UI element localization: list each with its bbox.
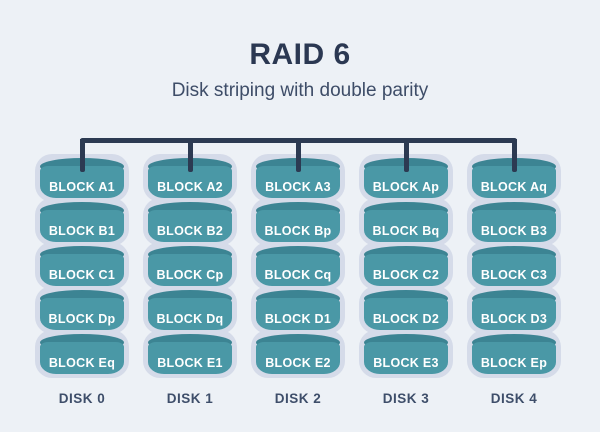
disk-cylinder-stack: BLOCK A3 BLOCK Bp BLOCK Cq BLOCK D1 BLOC…: [251, 154, 345, 378]
cylinder-body: [40, 254, 124, 286]
cylinder-body: [472, 298, 556, 330]
block-cylinder: BLOCK D1: [251, 286, 345, 334]
bus-drop-line-3: [404, 139, 409, 172]
block-label: BLOCK C3: [480, 268, 548, 282]
cylinder-body: [472, 342, 556, 374]
bus-drop-line-4: [512, 139, 517, 172]
disk-cylinder-stack: BLOCK A1 BLOCK B1 BLOCK C1 BLOCK Dp BLOC…: [35, 154, 129, 378]
disk-label: DISK 0: [58, 391, 106, 406]
block-cylinder: BLOCK C2: [359, 242, 453, 290]
block-label: BLOCK B3: [480, 224, 548, 238]
disk-column-2: BLOCK A3 BLOCK Bp BLOCK Cq BLOCK D1 BLOC…: [251, 154, 345, 406]
block-cylinder: BLOCK D3: [467, 286, 561, 334]
block-label: BLOCK E2: [265, 356, 331, 370]
block-label: BLOCK Bp: [264, 224, 332, 238]
block-label: BLOCK Bq: [372, 224, 440, 238]
bus-drop-line-0: [80, 139, 85, 172]
cylinder-body: [256, 210, 340, 242]
block-label: BLOCK Cq: [264, 268, 332, 282]
cylinder-body: [256, 342, 340, 374]
disk-label: DISK 2: [274, 391, 322, 406]
disk-column-4: BLOCK Aq BLOCK B3 BLOCK C3 BLOCK D3 BLOC…: [467, 154, 561, 406]
cylinder-body: [40, 342, 124, 374]
block-cylinder: BLOCK Ep: [467, 330, 561, 378]
block-label: BLOCK Ep: [480, 356, 548, 370]
block-cylinder: BLOCK Bq: [359, 198, 453, 246]
cylinder-body: [148, 298, 232, 330]
block-cylinder: BLOCK B2: [143, 198, 237, 246]
disk-label: DISK 4: [490, 391, 538, 406]
block-cylinder: BLOCK Dp: [35, 286, 129, 334]
block-cylinder: BLOCK Cq: [251, 242, 345, 290]
block-label: BLOCK A2: [157, 180, 223, 194]
block-cylinder: BLOCK Dq: [143, 286, 237, 334]
block-cylinder: BLOCK C3: [467, 242, 561, 290]
block-cylinder: BLOCK Cp: [143, 242, 237, 290]
block-label: BLOCK Eq: [48, 356, 116, 370]
cylinder-body: [364, 254, 448, 286]
block-label: BLOCK Dp: [48, 312, 116, 326]
cylinder-body: [148, 210, 232, 242]
block-label: BLOCK E3: [373, 356, 439, 370]
cylinder-body: [148, 254, 232, 286]
disk-column-1: BLOCK A2 BLOCK B2 BLOCK Cp BLOCK Dq BLOC…: [143, 154, 237, 406]
block-label: BLOCK D3: [480, 312, 548, 326]
cylinder-body: [472, 254, 556, 286]
cylinder-body: [364, 342, 448, 374]
page-subtitle: Disk striping with double parity: [171, 80, 429, 101]
block-label: BLOCK Dq: [156, 312, 224, 326]
cylinder-body: [256, 254, 340, 286]
block-cylinder: BLOCK A2: [143, 154, 237, 202]
block-label: BLOCK A1: [49, 180, 115, 194]
cylinder-body: [256, 298, 340, 330]
block-cylinder: BLOCK B3: [467, 198, 561, 246]
bus-drop-line-2: [296, 139, 301, 172]
block-label: BLOCK Cp: [156, 268, 224, 282]
cylinder-body: [148, 342, 232, 374]
disk-column-3: BLOCK Ap BLOCK Bq BLOCK C2 BLOCK D2 BLOC…: [359, 154, 453, 406]
block-label: BLOCK C1: [48, 268, 116, 282]
block-label: BLOCK D1: [264, 312, 332, 326]
disk-cylinder-stack: BLOCK Aq BLOCK B3 BLOCK C3 BLOCK D3 BLOC…: [467, 154, 561, 378]
block-label: BLOCK Aq: [480, 180, 548, 194]
block-label: BLOCK B2: [156, 224, 224, 238]
block-cylinder: BLOCK B1: [35, 198, 129, 246]
block-cylinder: BLOCK C1: [35, 242, 129, 290]
disk-cylinder-stack: BLOCK Ap BLOCK Bq BLOCK C2 BLOCK D2 BLOC…: [359, 154, 453, 378]
block-label: BLOCK E1: [157, 356, 223, 370]
block-cylinder: BLOCK D2: [359, 286, 453, 334]
cylinder-body: [40, 210, 124, 242]
block-cylinder: BLOCK A3: [251, 154, 345, 202]
block-cylinder: BLOCK Bp: [251, 198, 345, 246]
disk-label: DISK 3: [382, 391, 430, 406]
cylinder-body: [364, 298, 448, 330]
bus-drop-line-1: [188, 139, 193, 172]
block-label: BLOCK D2: [372, 312, 440, 326]
disk-column-0: BLOCK A1 BLOCK B1 BLOCK C1 BLOCK Dp BLOC…: [35, 154, 129, 406]
disk-cylinder-stack: BLOCK A2 BLOCK B2 BLOCK Cp BLOCK Dq BLOC…: [143, 154, 237, 378]
cylinder-body: [40, 298, 124, 330]
block-cylinder: BLOCK E2: [251, 330, 345, 378]
disk-array: BLOCK A1 BLOCK B1 BLOCK C1 BLOCK Dp BLOC…: [35, 154, 561, 406]
disk-label: DISK 1: [166, 391, 214, 406]
block-label: BLOCK A3: [265, 180, 331, 194]
page-title: RAID 6: [249, 38, 351, 71]
block-cylinder: BLOCK E3: [359, 330, 453, 378]
block-label: BLOCK B1: [48, 224, 116, 238]
block-cylinder: BLOCK E1: [143, 330, 237, 378]
block-label: BLOCK Ap: [372, 180, 440, 194]
cylinder-body: [364, 210, 448, 242]
block-cylinder: BLOCK Eq: [35, 330, 129, 378]
cylinder-body: [472, 210, 556, 242]
block-label: BLOCK C2: [372, 268, 440, 282]
